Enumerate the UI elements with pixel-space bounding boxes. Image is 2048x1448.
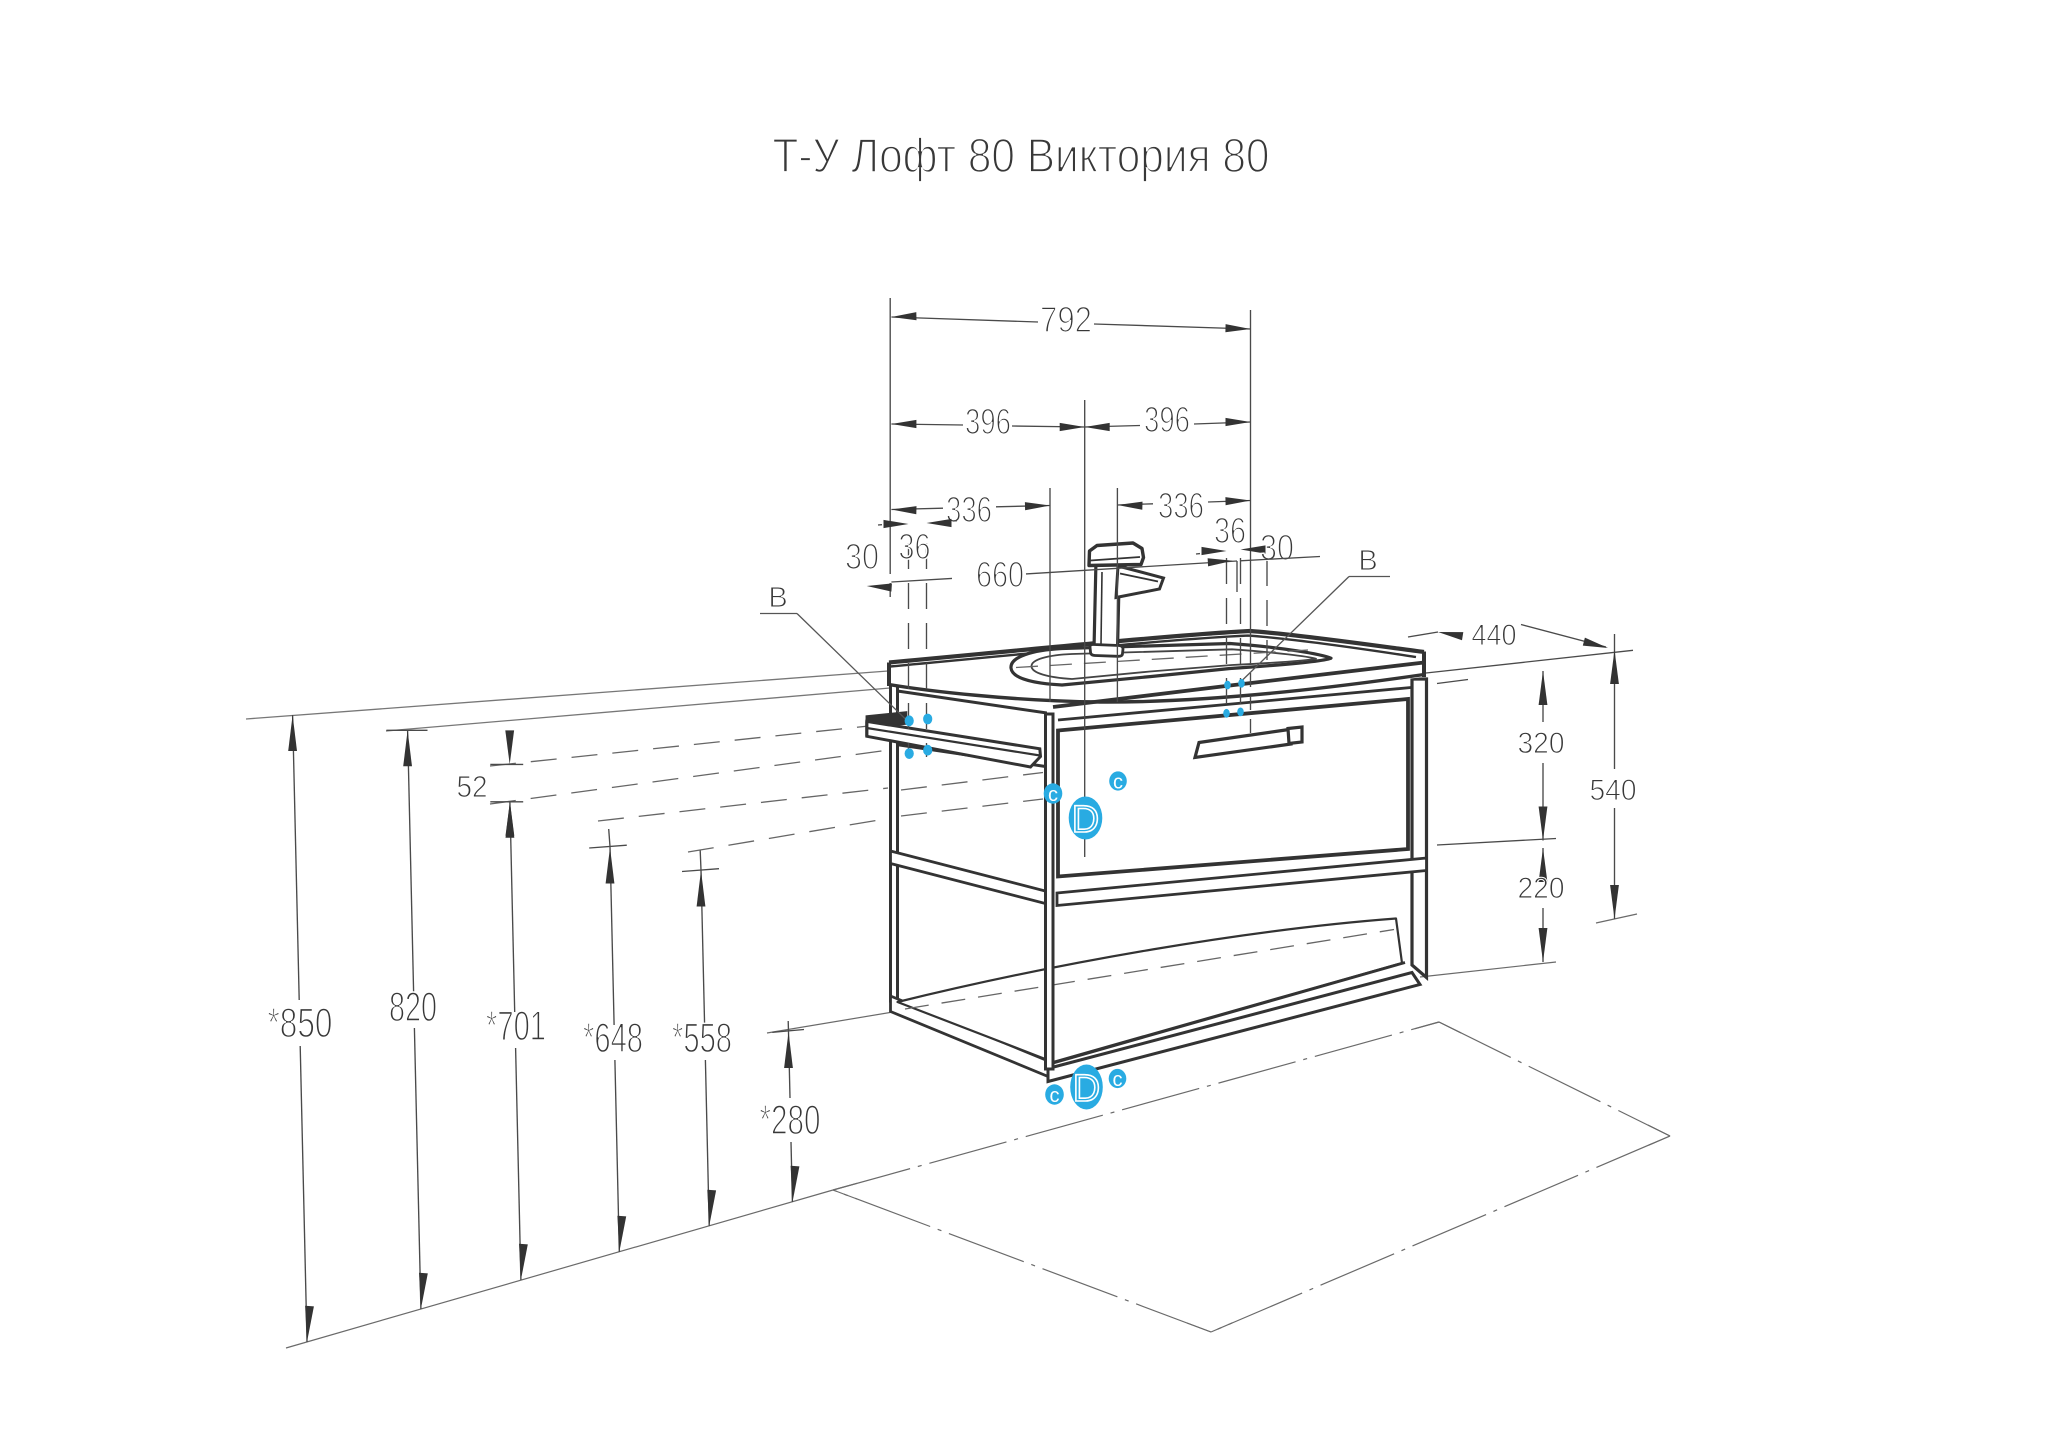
svg-text:c: c [1113, 772, 1123, 794]
svg-text:c: c [1048, 784, 1058, 806]
svg-text:30: 30 [845, 536, 879, 577]
svg-text:30: 30 [1260, 527, 1294, 568]
svg-text:B: B [768, 582, 787, 614]
svg-text:396: 396 [1144, 399, 1190, 440]
svg-text:52: 52 [457, 769, 488, 804]
svg-text:*558: *558 [672, 1014, 732, 1061]
svg-text:36: 36 [1214, 510, 1246, 551]
svg-text:36: 36 [899, 526, 931, 567]
svg-text:*701: *701 [486, 1002, 546, 1049]
svg-text:660: 660 [976, 554, 1024, 595]
svg-text:*648: *648 [583, 1014, 643, 1061]
svg-text:320: 320 [1518, 727, 1565, 760]
svg-text:c: c [1050, 1085, 1060, 1107]
svg-text:336: 336 [946, 489, 992, 530]
svg-text:c: c [1113, 1069, 1123, 1091]
svg-text:540: 540 [1590, 774, 1637, 807]
svg-text:B: B [1358, 545, 1377, 577]
svg-text:336: 336 [1158, 485, 1204, 526]
svg-text:396: 396 [965, 401, 1011, 442]
svg-text:*280: *280 [760, 1096, 821, 1143]
svg-text:220: 220 [1518, 872, 1565, 905]
svg-text:Т-У Лофт 80 Виктория 80: Т-У Лофт 80 Виктория 80 [773, 130, 1270, 183]
svg-text:D: D [1073, 1068, 1100, 1110]
svg-text:440: 440 [1472, 619, 1517, 652]
svg-text:792: 792 [1040, 299, 1092, 340]
svg-text:*850: *850 [268, 999, 333, 1046]
svg-text:820: 820 [389, 983, 437, 1030]
svg-text:D: D [1072, 799, 1099, 841]
